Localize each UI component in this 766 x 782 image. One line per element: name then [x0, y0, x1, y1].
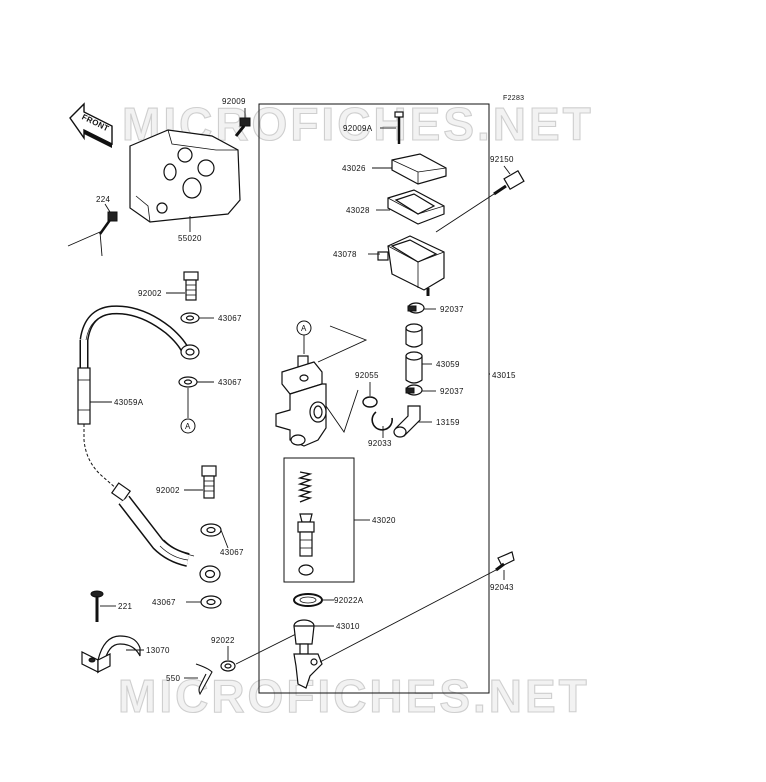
label-92002-mid: 92002 [156, 486, 180, 495]
bolt-92009a-icon [394, 111, 404, 144]
reservoir-hose-icon [405, 323, 423, 384]
figure-code: F2283 [503, 95, 524, 102]
boot-ring-icon [293, 593, 323, 607]
clamp-13070-icon [81, 635, 141, 674]
label-43067-2: 43067 [218, 378, 242, 387]
pin-92043-icon [495, 551, 515, 572]
label-92037-2: 92037 [440, 387, 464, 396]
label-43010: 43010 [336, 622, 360, 631]
label-43078: 43078 [333, 250, 357, 259]
label-43015: 43015 [492, 371, 516, 380]
label-43067-1: 43067 [218, 314, 242, 323]
push-rod-icon [293, 619, 323, 689]
label-221: 221 [118, 602, 132, 611]
circlip-92033-icon [371, 411, 393, 431]
label-43028: 43028 [346, 206, 370, 215]
label-43067-3: 43067 [220, 548, 244, 557]
reservoir-icon [377, 235, 445, 296]
label-92009a: 92009A [343, 124, 373, 133]
label-92022a: 92022A [334, 596, 364, 605]
label-92002-top: 92002 [138, 289, 162, 298]
piston-kit-icon [297, 471, 315, 576]
o-ring-92055-icon [362, 396, 378, 408]
banjo-bolt-top-icon [183, 271, 199, 301]
diaphragm-icon [387, 189, 445, 225]
label-43059a: 43059A [114, 398, 144, 407]
guard-part-icon [129, 129, 241, 223]
label-43026: 43026 [342, 164, 366, 173]
master-cylinder-body-icon [275, 355, 327, 447]
elbow-fitting-icon [393, 405, 421, 438]
piston-kit-frame [283, 457, 355, 583]
callout-a-left: A [185, 422, 191, 431]
label-43020: 43020 [372, 516, 396, 525]
brake-hose-icon [77, 305, 221, 583]
label-224: 224 [96, 195, 110, 204]
label-43067-4: 43067 [152, 598, 176, 607]
label-13159: 13159 [436, 418, 460, 427]
label-92055: 92055 [355, 371, 379, 380]
label-92037-1: 92037 [440, 305, 464, 314]
clip-1-icon [407, 302, 425, 314]
bolt-92150-icon [493, 169, 525, 196]
label-55020: 55020 [178, 234, 202, 243]
label-92150: 92150 [490, 155, 514, 164]
watermark-bottom: MICROFICHES.NET [118, 670, 590, 722]
callout-a-left-circle [180, 418, 196, 434]
assembly-frame [258, 103, 490, 694]
label-92033: 92033 [368, 439, 392, 448]
label-92043: 92043 [490, 583, 514, 592]
reservoir-cap-icon [391, 153, 447, 185]
front-arrow-icon: FRONT [69, 102, 113, 148]
cotter-pin-icon [195, 663, 213, 696]
label-92009: 92009 [222, 97, 246, 106]
callout-a-top: A [301, 324, 307, 333]
bolt-224-icon [98, 211, 118, 235]
label-13070: 13070 [146, 646, 170, 655]
banjo-bolt-mid-icon [201, 465, 217, 499]
label-550: 550 [166, 674, 180, 683]
clip-2-icon [405, 384, 423, 396]
screw-221-icon [90, 590, 104, 622]
label-43059: 43059 [436, 360, 460, 369]
label-92022: 92022 [211, 636, 235, 645]
